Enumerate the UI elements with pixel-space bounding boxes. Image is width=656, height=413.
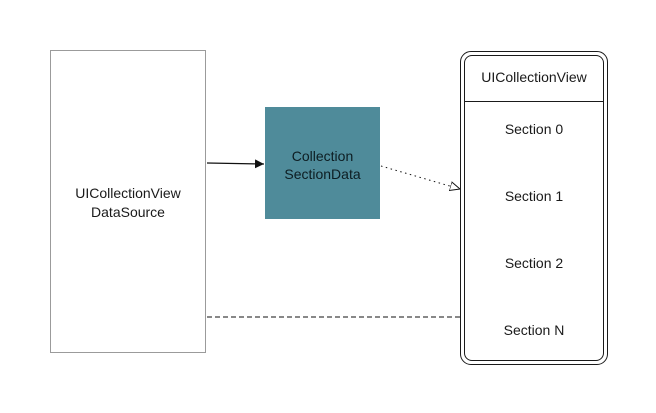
section-item: Section 2 xyxy=(504,255,564,271)
edge-datasource-to-sectiondata xyxy=(206,159,265,169)
section-data-node: Collection SectionData xyxy=(265,107,380,219)
section-data-label-line1: Collection xyxy=(291,148,354,164)
datasource-label: UICollectionView DataSource xyxy=(51,184,205,222)
section-data-label: Collection SectionData xyxy=(265,147,380,183)
collection-view-title: UICollectionView xyxy=(481,69,587,85)
section-data-label-line2: SectionData xyxy=(284,166,361,182)
edge-sectiondata-to-section1 xyxy=(380,165,460,189)
datasource-label-line2: DataSource xyxy=(91,204,165,220)
section-item: Section 1 xyxy=(504,188,564,204)
collection-view-node: UICollectionView Section 0 Section 1 Sec… xyxy=(460,51,608,365)
section-item: Section N xyxy=(503,322,565,338)
collection-view-inner-border: UICollectionView Section 0 Section 1 Sec… xyxy=(464,55,604,361)
collection-view-divider xyxy=(465,101,603,102)
datasource-label-line1: UICollectionView xyxy=(75,185,181,201)
section-item: Section 0 xyxy=(504,121,564,137)
datasource-node: UICollectionView DataSource xyxy=(50,50,206,353)
